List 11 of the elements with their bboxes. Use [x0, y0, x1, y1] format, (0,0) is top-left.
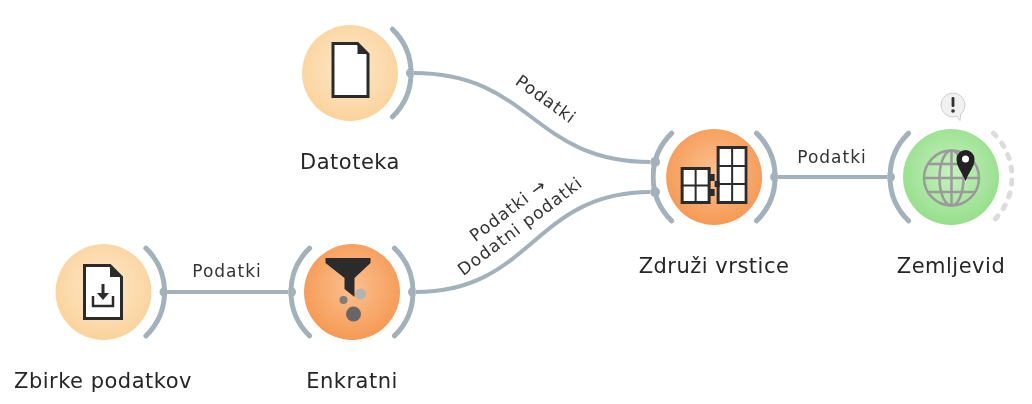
node-label: Zbirke podatkov — [14, 368, 192, 394]
node-label: Zemljevid — [896, 253, 1006, 279]
node-label: Datoteka — [300, 149, 400, 175]
edge-label: Podatki — [192, 261, 262, 281]
connector — [413, 71, 651, 164]
connector — [777, 175, 888, 179]
node-label: Združi vrstice — [638, 253, 790, 279]
connector — [415, 190, 651, 294]
connector — [166, 290, 289, 294]
edge-label: Podatki — [797, 147, 867, 167]
node-label: Enkratni — [306, 368, 398, 394]
